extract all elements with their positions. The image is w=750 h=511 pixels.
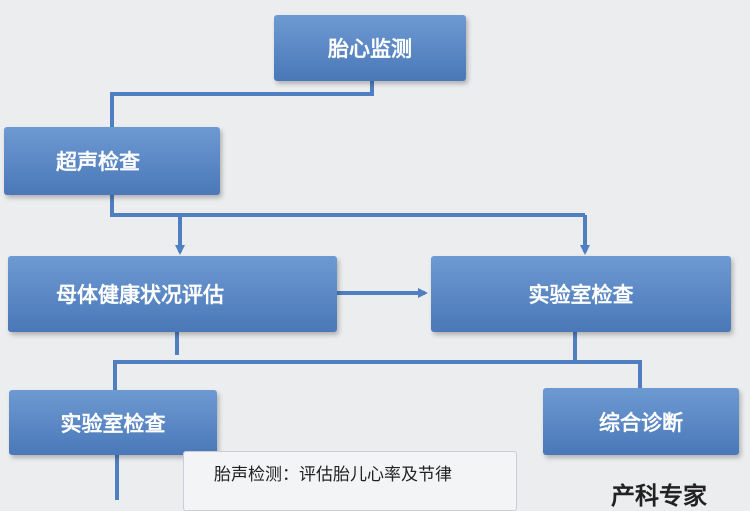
node-lab-exam-left: 实验室检查 xyxy=(9,390,217,455)
note-text: 胎声检测：评估胎儿心率及节律 xyxy=(214,465,452,485)
node-lab-exam-left-label: 实验室检查 xyxy=(60,411,166,436)
node-ultrasound-label: 超声检查 xyxy=(56,150,140,174)
connector-layer xyxy=(110,81,642,500)
node-ultrasound: 超声检查 xyxy=(4,127,220,195)
node-fetal-monitoring-label: 胎心监测 xyxy=(328,37,412,61)
connector-branch-row xyxy=(113,360,642,390)
node-maternal-health: 母体健康状况评估 xyxy=(8,256,337,332)
connector-monitoring-to-ultrasound xyxy=(110,81,374,127)
node-maternal-health-label: 母体健康状况评估 xyxy=(56,283,224,307)
connector-ultrasound-branch xyxy=(110,195,585,217)
node-lab-exam-right-label: 实验室检查 xyxy=(528,283,634,307)
node-fetal-monitoring: 胎心监测 xyxy=(274,15,466,81)
caption-text: 产科专家 xyxy=(611,482,707,510)
note-box: 胎声检测：评估胎儿心率及节律 xyxy=(183,451,517,511)
node-diagnosis-label: 综合诊断 xyxy=(599,410,683,435)
node-lab-exam-right: 实验室检查 xyxy=(431,256,731,332)
node-diagnosis: 综合诊断 xyxy=(543,388,739,455)
